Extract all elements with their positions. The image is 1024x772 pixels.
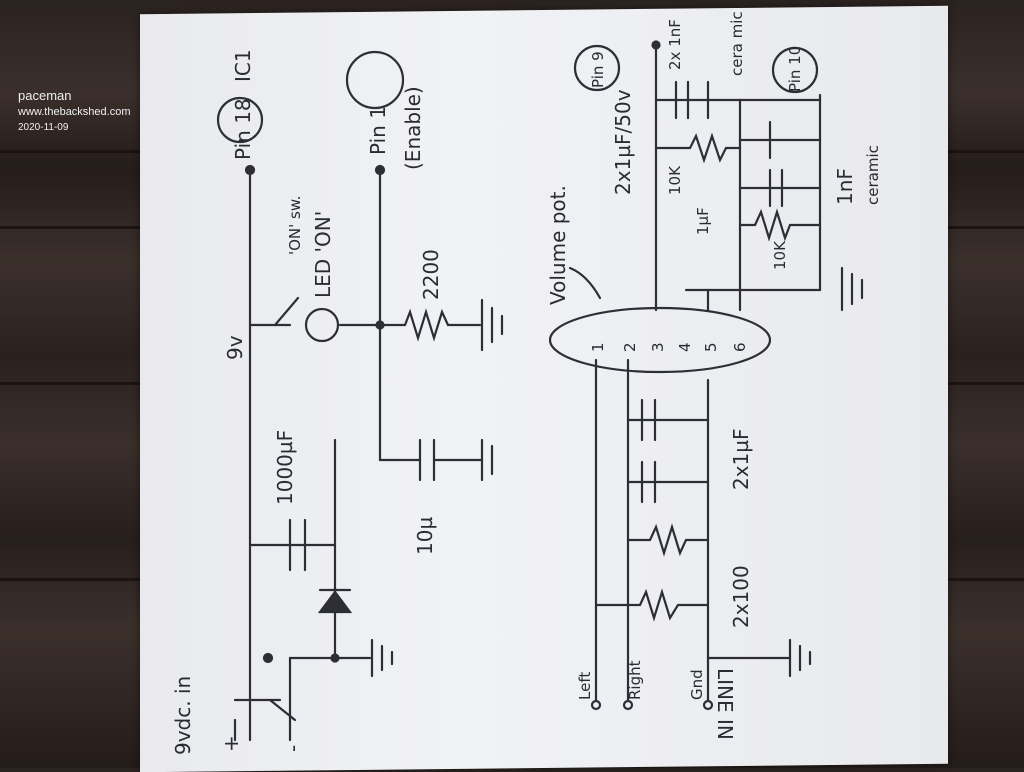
label-pin1: Pin 1 [366,106,390,155]
junction-dot [330,653,340,663]
label-res-10k-b: 10K [771,240,789,270]
label-gnd: Gnd [688,669,706,700]
label-cap-1000: 1000µF [273,430,297,505]
label-pot-pin-6: 6 [731,342,749,352]
terminal-right [622,699,634,711]
label-enable: (Enable) [401,86,425,170]
label-cap-2x1-50v: 2x1µF/50v [611,89,635,195]
label-cap-2x1u: 2x1µF [729,428,753,490]
on-switch [273,296,300,327]
junction-dot [651,40,661,50]
pot-pointer-arrow [568,266,602,300]
label-power-in: 9vdc. in [171,676,195,755]
label-on-switch: 'ON' sw. [286,195,304,255]
label-volume-pot: Volume pot. [546,185,570,305]
photo-watermark: paceman www.thebackshed.com 2020-11-09 [18,88,131,136]
label-line-in: LINE IN [713,668,737,740]
label-ceramic-a: cera mic [728,11,746,76]
pin1-circle [345,50,405,110]
pin10-circle [771,46,819,94]
terminal-gnd [702,699,714,711]
junction-dot [262,652,274,664]
label-cap-2x1nf: 2x 1nF [666,19,684,70]
watermark-date: 2020-11-09 [18,122,69,133]
diode-symbol [317,590,353,614]
junction-dot [374,164,386,176]
label-pin18: Pin 18 [231,98,255,160]
watermark-author: paceman [18,88,72,103]
junction-dot [244,164,256,176]
label-res-10k-a: 10K [666,165,684,195]
power-switch [268,698,297,722]
label-cap-1u: 1µF [694,207,712,235]
label-pot-pin-1: 1 [589,342,607,352]
label-pot-pin-3: 3 [649,342,667,352]
label-led-on: LED 'ON' [311,211,335,298]
resistor-10k-b [738,208,822,242]
label-rail-9v: 9v [223,335,247,360]
label-pot-pin-2: 2 [621,342,639,352]
label-ic1: IC1 [231,49,255,82]
label-pot-pin-4: 4 [676,342,694,352]
resistor-100-right [626,523,710,557]
watermark-site: www.thebackshed.com [18,106,131,118]
label-res-2200: 2200 [419,249,443,300]
label-plus: + [219,735,243,752]
label-minus: - [281,745,305,752]
label-cap-10: 10µ [413,517,437,555]
label-right: Right [626,660,644,700]
led-symbol [304,307,340,343]
resistor-2200 [378,308,482,342]
label-pin9: Pin 9 [589,51,607,88]
resistor-10k-a [654,132,742,164]
label-left: Left [576,672,594,700]
resistor-100-left [594,588,710,622]
volume-pot-outline [548,306,772,374]
pin9-circle [573,44,621,92]
label-cap-1nf: 1nF [833,168,857,205]
label-pot-pin-5: 5 [702,342,720,352]
label-res-2x100: 2x100 [729,565,753,628]
label-pin10: Pin 10 [786,46,804,92]
terminal-left [590,699,602,711]
pin18-circle [216,96,264,144]
label-ceramic-b: ceramic [864,145,882,205]
